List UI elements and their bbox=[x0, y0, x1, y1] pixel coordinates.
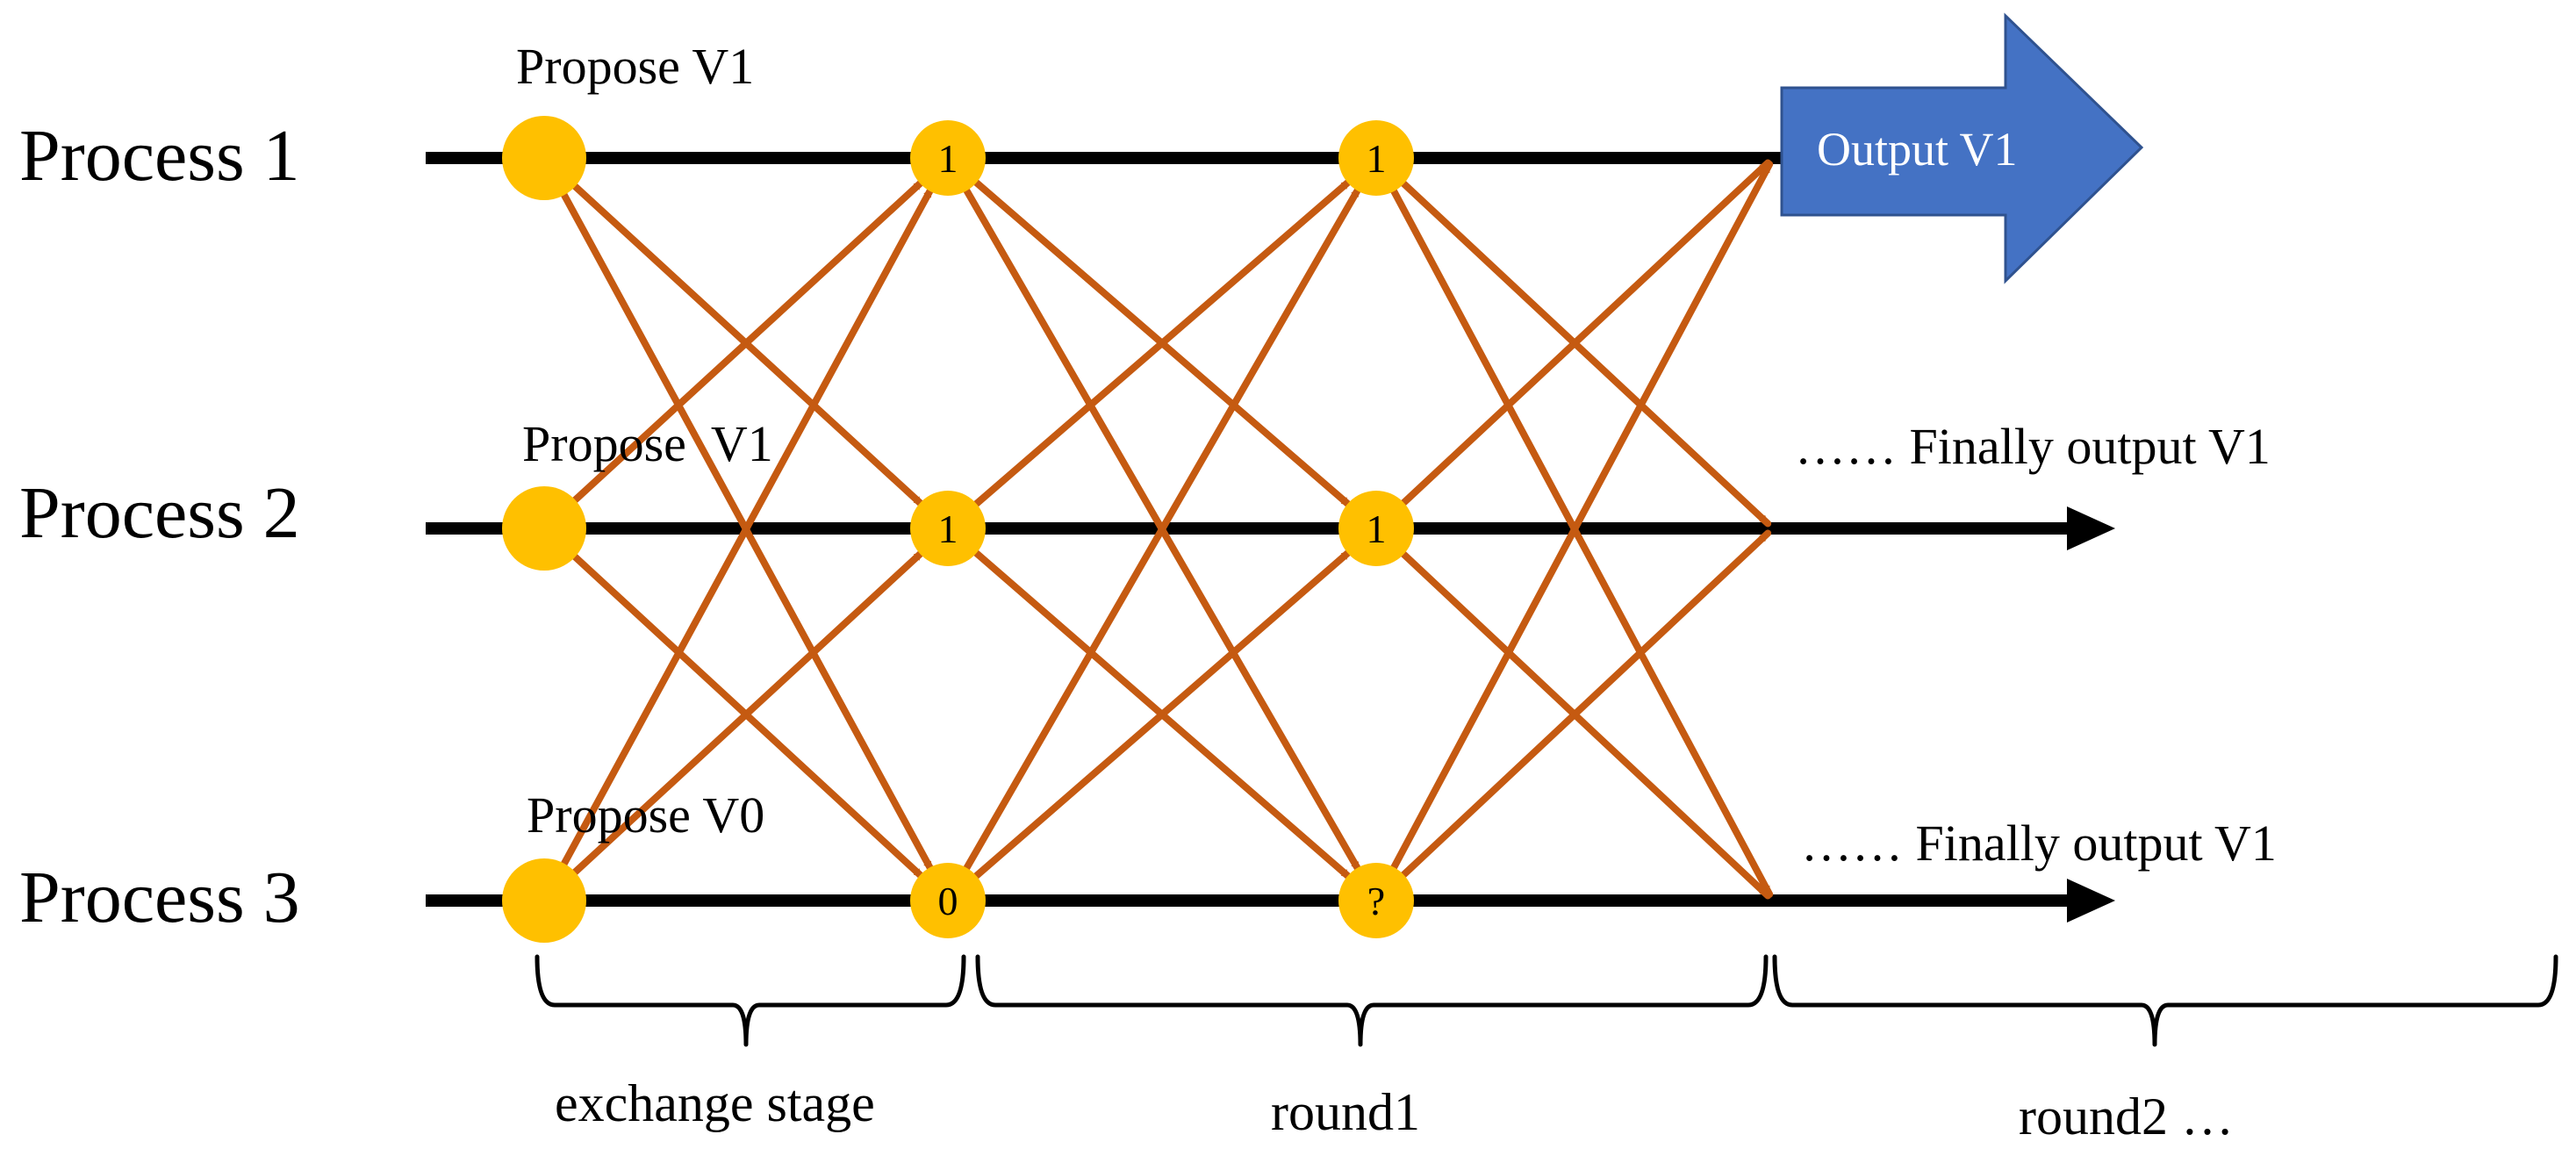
proposal-label-process-1: Propose V1 bbox=[516, 38, 754, 95]
stage-label-round2: round2 … bbox=[2019, 1088, 2234, 1145]
node-p1-round1 bbox=[1338, 120, 1414, 196]
node-p3-round1 bbox=[1338, 863, 1414, 938]
node-p3-start bbox=[502, 858, 586, 943]
node-value-p3-exchange: 0 bbox=[938, 879, 958, 923]
message-arrows bbox=[555, 159, 1774, 900]
node-value-p3-round1: ? bbox=[1367, 879, 1385, 923]
process-1-label: Process 1 bbox=[19, 115, 300, 197]
final-output-process-2: …… Finally output V1 bbox=[1795, 418, 2271, 475]
message-arrow-col1-p3-to-p2 bbox=[563, 549, 926, 884]
timelines bbox=[426, 152, 2115, 923]
message-arrow-col2-p3-to-p2 bbox=[966, 548, 1353, 885]
node-value-p2-round1: 1 bbox=[1367, 506, 1387, 551]
message-arrow-col2-p2-to-p1 bbox=[966, 177, 1353, 513]
brace-round1 bbox=[975, 954, 1769, 1047]
message-arrow-col2-p3-to-p1 bbox=[959, 184, 1362, 879]
node-p3-exchange bbox=[910, 863, 986, 938]
stage-braces bbox=[535, 954, 2558, 1047]
proposal-label-process-3: Propose V0 bbox=[527, 786, 764, 844]
message-arrow-col3-p3-to-p1 bbox=[1387, 161, 1774, 878]
node-p1-exchange bbox=[910, 120, 986, 196]
output-arrow-shape bbox=[1780, 12, 2144, 284]
brace-exchange-stage bbox=[535, 954, 966, 1047]
process-2-label: Process 2 bbox=[19, 472, 300, 554]
stage-label-round1: round1 bbox=[1271, 1083, 1420, 1141]
node-p2-exchange bbox=[910, 491, 986, 566]
output-arrow-label: Output V1 bbox=[1817, 123, 2018, 176]
output-arrow: Output V1 bbox=[1780, 12, 2144, 284]
message-arrow-col3-p2-to-p3 bbox=[1394, 545, 1772, 900]
node-p2-round1 bbox=[1338, 491, 1414, 566]
node-value-p2-exchange: 1 bbox=[938, 506, 958, 551]
node-value-p1-exchange: 1 bbox=[938, 136, 958, 181]
node-p1-start bbox=[502, 116, 586, 200]
nodes: 1 1 0 1 1 ? bbox=[502, 116, 1414, 943]
proposal-label-process-2: Propose V1 bbox=[522, 415, 773, 472]
final-output-process-3: …… Finally output V1 bbox=[1801, 815, 2277, 872]
message-arrow-col1-p2-to-p1 bbox=[563, 178, 926, 512]
timeline-arrowhead-process-2 bbox=[2067, 506, 2115, 550]
process-3-label: Process 3 bbox=[19, 857, 300, 938]
proposal-labels: Propose V1 Propose V1 Propose V0 bbox=[516, 38, 773, 844]
brace-round2 bbox=[1772, 954, 2558, 1047]
message-arrow-col3-p3-to-p2 bbox=[1394, 529, 1772, 884]
timeline-arrowhead-process-3 bbox=[2067, 879, 2115, 923]
message-arrow-col3-p2-to-p1 bbox=[1394, 159, 1772, 512]
message-arrow-col3-p1-to-p2 bbox=[1394, 175, 1772, 528]
node-p2-start bbox=[502, 486, 586, 571]
stage-labels: exchange stage round1 round2 … bbox=[555, 1074, 2234, 1145]
stage-label-exchange: exchange stage bbox=[555, 1074, 875, 1132]
node-value-p1-round1: 1 bbox=[1367, 136, 1387, 181]
final-labels: …… Finally output V1 …… Finally output V… bbox=[1795, 418, 2277, 872]
process-labels: Process 1 Process 2 Process 3 bbox=[19, 115, 300, 938]
message-arrow-col3-p1-to-p3 bbox=[1387, 181, 1774, 898]
message-arrow-col1-p3-to-p1 bbox=[555, 185, 935, 879]
